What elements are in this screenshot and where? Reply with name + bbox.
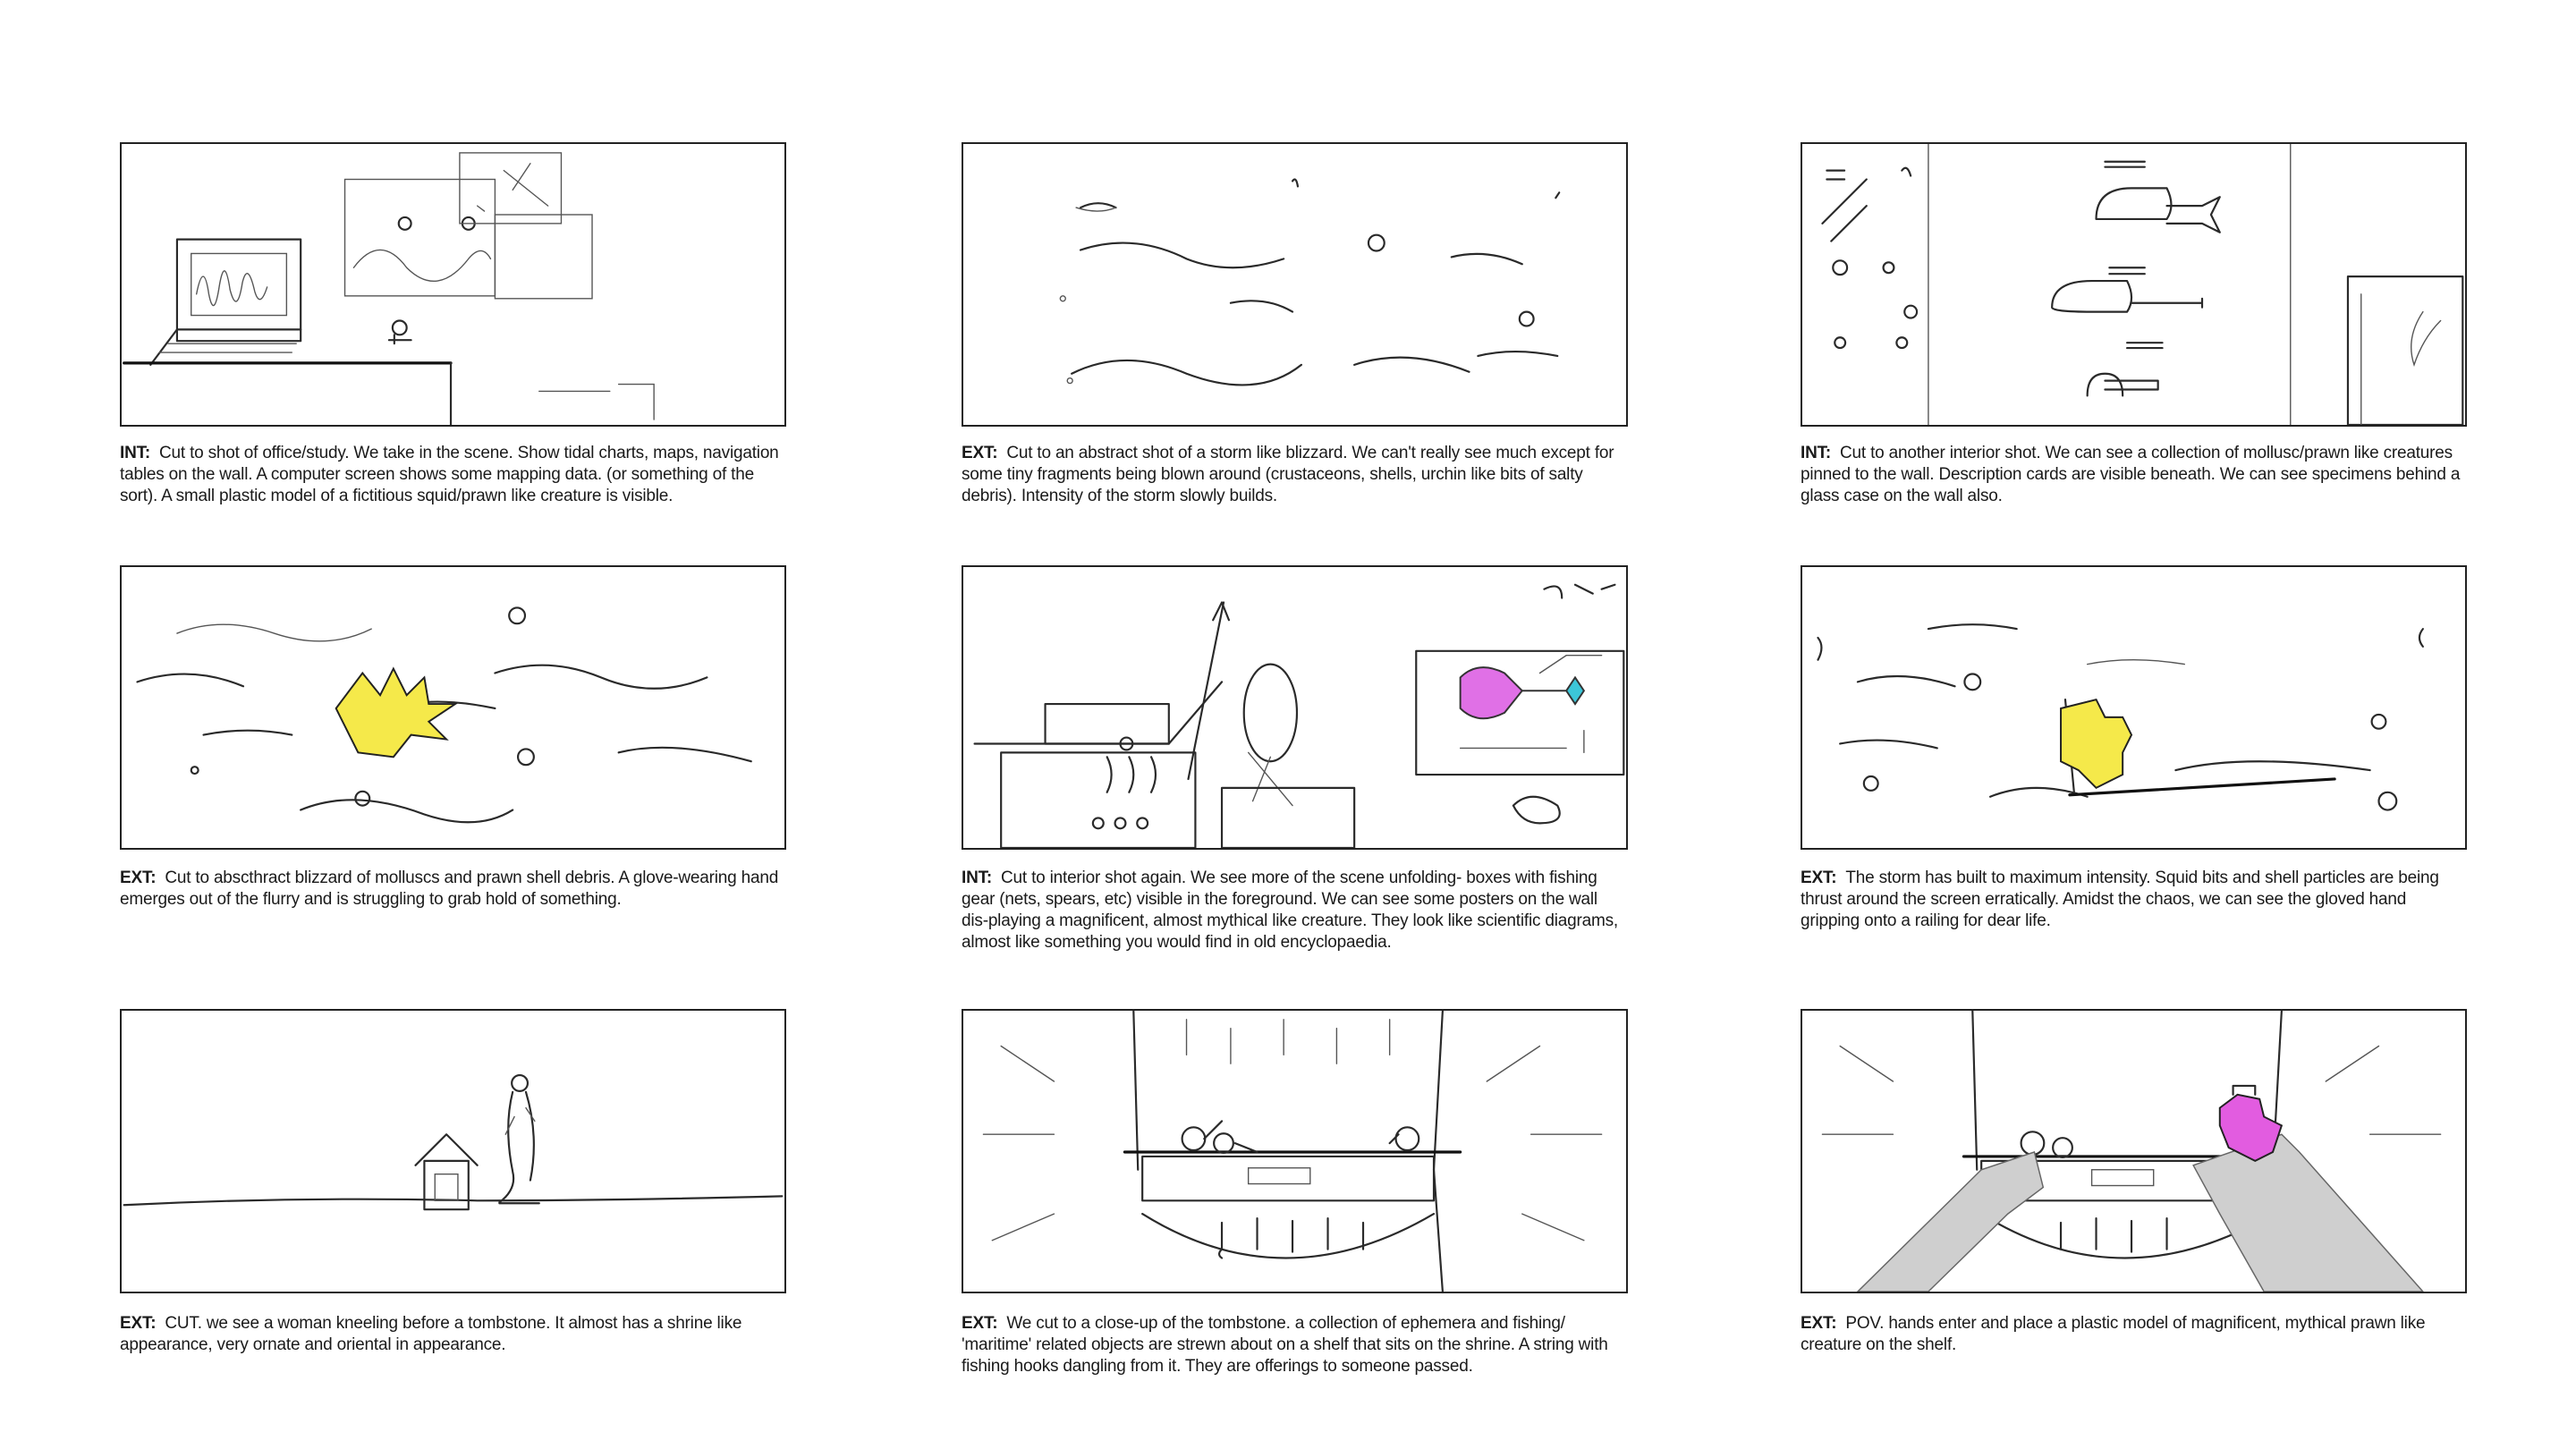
left-hand-shape [1856,1151,2045,1292]
shot-description: Cut to interior shot again. We see more … [962,869,1618,952]
office-study-sketch [123,152,655,425]
shot-type-label: EXT: [1801,1314,1837,1333]
caption-1: INT:Cut to shot of office/study. We take… [120,443,786,507]
hands-placing-model-sketch [1821,1011,2442,1292]
gloved-hand-blizzard-sketch [136,606,752,824]
storyboard-frame-3 [1801,142,2467,427]
caption-9: EXT:POV. hands enter and place a plastic… [1801,1313,2467,1356]
shot-description: CUT. we see a woman kneeling before a to… [120,1314,742,1354]
caption-5: INT:Cut to interior shot again. We see m… [962,868,1628,953]
fishing-gear-room-sketch [973,583,1625,848]
blizzard-sketch [1059,178,1561,386]
woman-kneeling-tombstone-sketch [123,1073,784,1211]
shot-type-label: EXT: [1801,869,1837,887]
storyboard-frame-1 [120,142,786,427]
mythical-prawn-model [2218,1093,2284,1162]
shot-type-label: EXT: [962,444,998,462]
shot-type-label: EXT: [962,1314,998,1333]
shot-description: Cut to abscthract blizzard of molluscs a… [120,869,779,909]
storyboard-frame-7 [120,1009,786,1293]
caption-4: EXT:Cut to abscthract blizzard of mollus… [120,868,786,911]
storyboard-frame-6 [1801,565,2467,850]
shot-description: Cut to an abstract shot of a storm like … [962,444,1614,505]
storyboard-frame-2 [962,142,1628,427]
shot-description: We cut to a close-up of the tombstone. a… [962,1314,1608,1376]
right-hand-shape [2192,1133,2424,1292]
storyboard-frame-4 [120,565,786,850]
storyboard-frame-9 [1801,1009,2467,1293]
caption-8: EXT:We cut to a close-up of the tombston… [962,1313,1628,1377]
tombstone-closeup-sketch [982,1011,1603,1292]
shot-type-label: EXT: [120,1314,157,1333]
caption-3: INT:Cut to another interior shot. We can… [1801,443,2467,507]
caption-7: EXT:CUT. we see a woman kneeling before … [120,1313,786,1356]
shot-description: POV. hands enter and place a plastic mod… [1801,1314,2426,1354]
shot-type-label: INT: [1801,444,1832,462]
shot-type-label: EXT: [120,869,157,887]
shot-description: The storm has built to maximum intensity… [1801,869,2439,930]
specimen-wall-sketch [1821,144,2464,425]
storyboard-frame-5 [962,565,1628,850]
caption-6: EXT:The storm has built to maximum inten… [1801,868,2467,932]
shot-type-label: INT: [962,869,993,887]
shot-type-label: INT: [120,444,151,462]
mythical-creature-poster [1459,666,1524,720]
glove-shape [2060,698,2133,790]
storyboard-frame-8 [962,1009,1628,1293]
shot-description: Cut to another interior shot. We can see… [1801,444,2461,505]
glove-shape [335,666,459,758]
shot-description: Cut to shot of office/study. We take in … [120,444,779,505]
caption-2: EXT:Cut to an abstract shot of a storm l… [962,443,1628,507]
gloved-hand-railing-sketch [1817,623,2424,811]
